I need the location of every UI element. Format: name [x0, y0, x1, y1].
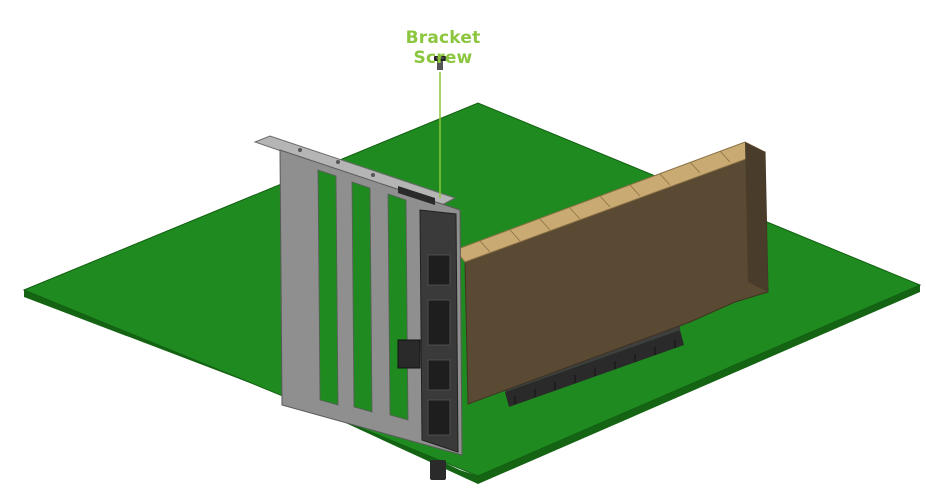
fin-lines [479, 150, 731, 253]
screw-icon [434, 56, 446, 70]
io-ports [427, 254, 451, 436]
slot-pins [514, 340, 676, 404]
graphics-card [454, 141, 769, 405]
callout-bracket-screw-label: Bracket Screw [405, 28, 481, 68]
bracket-vents [317, 169, 409, 421]
card-top-edge [745, 142, 768, 292]
bracket-screw [434, 56, 446, 198]
bracket-screw-tab [398, 186, 435, 205]
bracket-holes [298, 148, 375, 177]
board-connector [397, 339, 421, 369]
bracket-foot-tab [430, 460, 446, 480]
